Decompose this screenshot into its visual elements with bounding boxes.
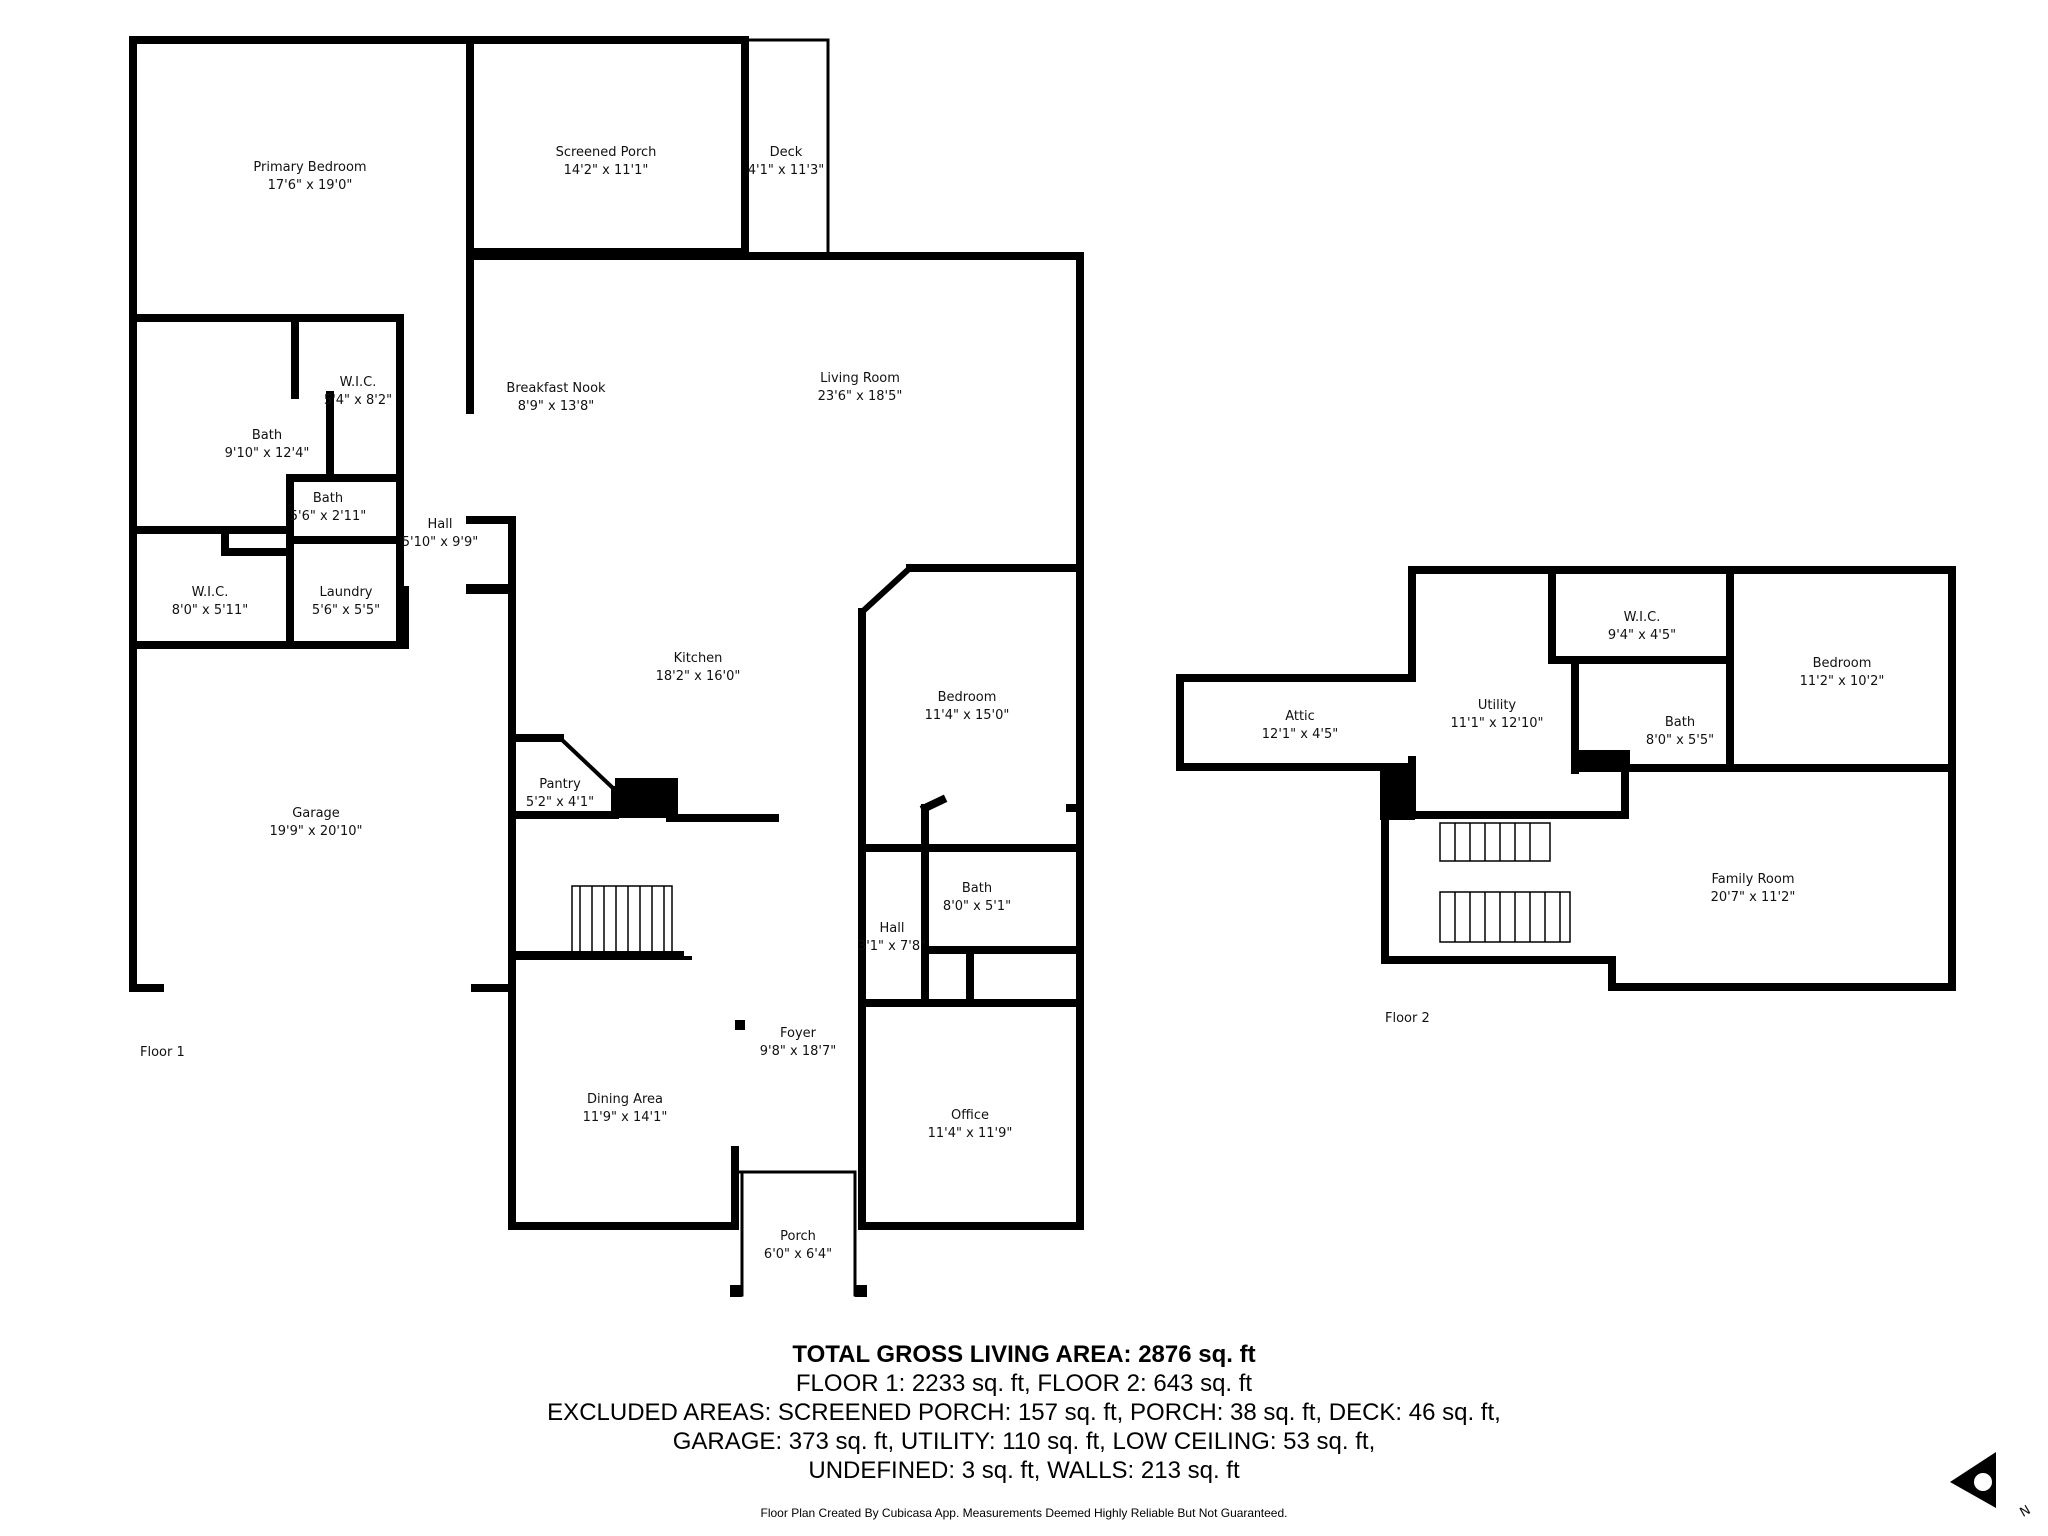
room-name: Utility [1478, 698, 1517, 713]
room-name: W.I.C. [192, 585, 229, 600]
total-area: TOTAL GROSS LIVING AREA: 2876 sq. ft [792, 1341, 1256, 1368]
stairs-floor-1 [571, 885, 673, 953]
room-name: Deck [770, 145, 803, 160]
room-name: Hall [428, 517, 453, 532]
room-dims: 11'2" x 10'2" [1800, 674, 1885, 689]
floor-1-walls [129, 36, 1084, 1297]
room-name: Bath [252, 428, 282, 443]
chimney-block [615, 778, 678, 818]
room-dims: 17'6" x 19'0" [268, 178, 353, 193]
room-name: Primary Bedroom [253, 160, 366, 175]
area-summary: TOTAL GROSS LIVING AREA: 2876 sq. ft FLO… [0, 1340, 2048, 1485]
room-dims: 5'4" x 8'2" [324, 393, 392, 408]
excluded-areas-2: GARAGE: 373 sq. ft, UTILITY: 110 sq. ft,… [672, 1428, 1376, 1455]
room-name: Pantry [539, 777, 581, 792]
room-dims: 5'10" x 9'9" [402, 535, 478, 550]
room-dims: 11'4" x 15'0" [925, 708, 1010, 723]
floor-2-walls [1176, 566, 1956, 991]
floor-areas: FLOOR 1: 2233 sq. ft, FLOOR 2: 643 sq. f… [795, 1370, 1253, 1397]
room-name: Living Room [820, 371, 900, 386]
room-name: Breakfast Nook [506, 381, 606, 396]
room-dims: 5'6" x 2'11" [290, 509, 366, 524]
room-dims: 8'9" x 13'8" [518, 399, 594, 414]
room-dims: 4'1" x 11'3" [748, 163, 824, 178]
room-name: Screened Porch [556, 145, 657, 160]
room-dims: 11'4" x 11'9" [928, 1126, 1013, 1141]
room-name: W.I.C. [340, 375, 377, 390]
floor-2-label: Floor 2 [1385, 1011, 1430, 1026]
room-labels: Primary Bedroom 17'6" x 19'0" Screened P… [172, 145, 1885, 1262]
room-name: Bedroom [938, 690, 997, 705]
room-dims: 9'10" x 12'4" [225, 446, 310, 461]
room-dims: 18'2" x 16'0" [656, 669, 741, 684]
room-name: Porch [780, 1229, 816, 1244]
room-dims: 6'0" x 6'4" [764, 1247, 832, 1262]
room-name: Hall [880, 921, 905, 936]
floor-1-label: Floor 1 [140, 1045, 185, 1060]
room-name: Bedroom [1813, 656, 1872, 671]
room-name: Garage [292, 806, 340, 821]
room-dims: 5'6" x 5'5" [312, 603, 380, 618]
room-dims: 8'0" x 5'5" [1646, 733, 1714, 748]
room-name: Laundry [320, 585, 373, 600]
room-dims: 19'9" x 20'10" [270, 824, 363, 839]
room-dims: 11'1" x 12'10" [1451, 716, 1544, 731]
room-dims: 9'8" x 18'7" [760, 1044, 836, 1059]
room-dims: 5'2" x 4'1" [526, 795, 594, 810]
room-dims: 9'4" x 4'5" [1608, 628, 1676, 643]
room-dims: 8'0" x 5'1" [943, 899, 1011, 914]
stairs-floor-2 [1439, 822, 1571, 943]
room-dims: 12'1" x 4'5" [1262, 727, 1338, 742]
disclaimer: Floor Plan Created By Cubicasa App. Meas… [760, 1506, 1288, 1520]
room-name: Kitchen [674, 651, 723, 666]
excluded-areas-3: UNDEFINED: 3 sq. ft, WALLS: 213 sq. ft [808, 1457, 1240, 1484]
room-name: Attic [1285, 709, 1315, 724]
room-name: Dining Area [587, 1092, 663, 1107]
room-dims: 20'7" x 11'2" [1711, 890, 1796, 905]
room-name: Foyer [780, 1026, 817, 1041]
room-dims: 8'0" x 5'11" [172, 603, 248, 618]
room-dims: 11'9" x 14'1" [583, 1110, 668, 1125]
excluded-areas-1: EXCLUDED AREAS: SCREENED PORCH: 157 sq. … [547, 1399, 1501, 1426]
room-name: Bath [313, 491, 343, 506]
north-arrow-icon: N [1950, 1452, 2033, 1521]
room-name: Family Room [1712, 872, 1795, 887]
room-dims: 3'1" x 7'8" [858, 939, 926, 954]
room-dims: 14'2" x 11'1" [564, 163, 649, 178]
room-name: Bath [1665, 715, 1695, 730]
room-name: Office [951, 1108, 989, 1123]
room-name: Bath [962, 881, 992, 896]
room-dims: 23'6" x 18'5" [818, 389, 903, 404]
room-name: W.I.C. [1624, 610, 1661, 625]
